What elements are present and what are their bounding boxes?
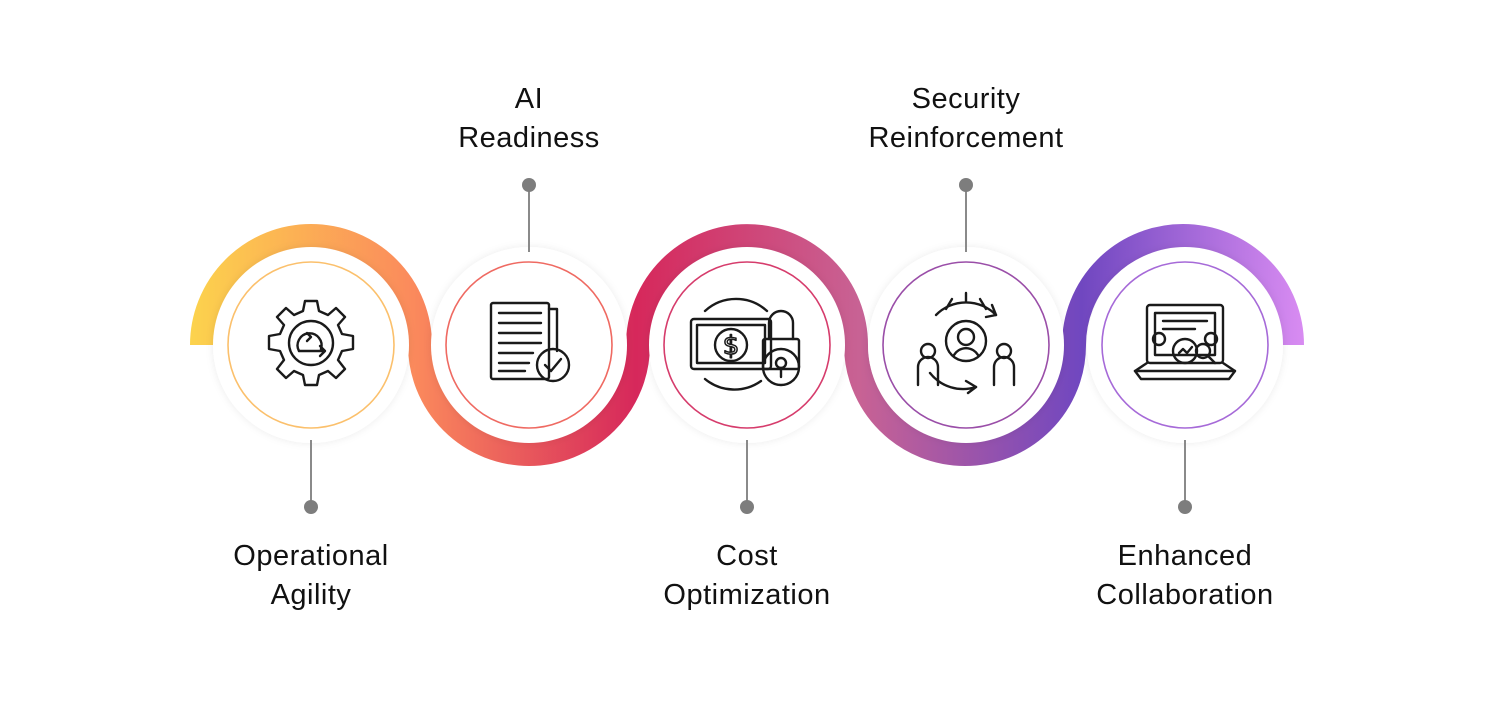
step-label-line: Security [911,83,1021,115]
step-label-line: Collaboration [1096,579,1274,611]
collaboration-laptop-icon [1133,303,1237,381]
svg-text:$: $ [723,331,740,361]
document-check-icon [489,301,571,383]
step-label-line: Reinforcement [868,122,1064,154]
step-label-line: Agility [270,579,352,611]
step-label-line: Operational [233,540,389,572]
step-node [213,247,409,514]
connector-dot [522,178,536,192]
step-ring [227,261,395,429]
connector-dot [959,178,973,192]
step-node [868,178,1064,443]
wave-ribbon [190,224,1304,466]
step-node: $ [649,247,845,514]
connector-dot [1178,500,1192,514]
agile-gear-icon [267,299,355,387]
step-ring [882,261,1050,429]
step-disc [431,247,627,443]
step-label-line: Cost [716,540,778,572]
step-ring [445,261,613,429]
step-label-line: AI [514,83,544,115]
step-disc [213,247,409,443]
step-label-line: Readiness [458,122,600,154]
step-node [431,178,627,443]
security-cycle-icon [916,291,1016,395]
step-label-line: Optimization [663,579,831,611]
step-ring [1101,261,1269,429]
step-node [1087,247,1283,514]
step-label-line: Enhanced [1117,540,1253,572]
step-disc [1087,247,1283,443]
cost-security-icon: $ [689,297,801,391]
connector-dot [740,500,754,514]
connector-dot [304,500,318,514]
step-ring [663,261,831,429]
step-label: AI Readiness [458,80,600,158]
